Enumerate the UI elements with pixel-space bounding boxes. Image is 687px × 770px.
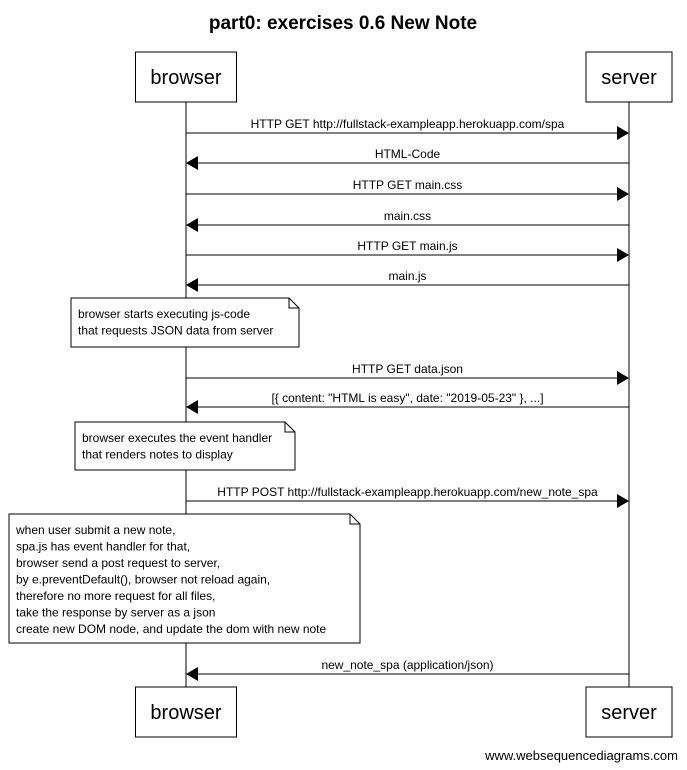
participant-server-top: server [585, 51, 673, 103]
message-label: HTTP GET data.json [352, 362, 463, 376]
note-shape [74, 421, 296, 471]
arrowhead-icon [186, 156, 198, 170]
arrowhead-icon [186, 400, 198, 414]
arrowhead-icon [186, 218, 198, 232]
message-label: new_note_spa (application/json) [321, 658, 493, 672]
participants: browser browser server server [135, 51, 673, 738]
message-arrow: main.js [186, 269, 629, 292]
participant-label: server [601, 67, 657, 89]
message-label: main.js [388, 269, 426, 283]
note-fold-icon [349, 514, 360, 525]
participant-label: server [601, 702, 657, 724]
arrowhead-icon [617, 371, 629, 385]
message-arrow: new_note_spa (application/json) [186, 658, 629, 681]
diagram-title: part0: exercises 0.6 New Note [209, 13, 477, 34]
note-line: by e.preventDefault(), browser not reloa… [16, 573, 270, 587]
note-line: browser starts executing js-code [78, 307, 250, 321]
message-arrow: HTTP GET main.js [186, 239, 629, 262]
arrowhead-icon [617, 126, 629, 140]
note-line: take the response by server as a json [16, 606, 215, 620]
message-arrow: HTML-Code [186, 147, 629, 170]
note-line: that requests JSON data from server [78, 324, 273, 338]
note-line: browser send a post request to server, [16, 556, 220, 570]
message-arrow: [{ content: "HTML is easy", date: "2019-… [186, 391, 629, 414]
message-arrow: main.css [186, 209, 629, 232]
note-fold-icon [284, 422, 295, 433]
message-label: HTTP GET main.js [357, 239, 457, 253]
arrowhead-icon [186, 278, 198, 292]
note-shape [70, 297, 300, 348]
note-box: when user submit a new note, spa.js has e… [8, 513, 361, 644]
participant-label: browser [150, 67, 221, 89]
note-box: browser executes the event handler that r… [74, 421, 296, 471]
participant-server-bottom: server [585, 686, 673, 738]
arrowhead-icon [186, 667, 198, 681]
arrowhead-icon [617, 248, 629, 262]
note-line: that renders notes to display [82, 448, 233, 462]
note-line: therefore no more request for all files, [16, 589, 215, 603]
note-box: browser starts executing js-code that req… [70, 297, 300, 348]
diagram-steps: HTTP GET http://fullstack-exampleapp.her… [8, 117, 629, 681]
message-arrow: HTTP GET data.json [186, 362, 629, 385]
message-label: HTTP GET http://fullstack-exampleapp.her… [251, 117, 565, 131]
watermark-footer: www.websequencediagrams.com [484, 748, 678, 763]
note-line: create new DOM node, and update the dom … [16, 622, 327, 636]
message-label: HTML-Code [375, 147, 441, 161]
note-line: browser executes the event handler [82, 431, 272, 445]
note-line: when user submit a new note, [15, 523, 175, 537]
arrowhead-icon [617, 494, 629, 508]
message-label: HTTP POST http://fullstack-exampleapp.he… [217, 485, 598, 499]
note-shape [8, 513, 361, 644]
message-arrow: HTTP GET main.css [186, 178, 629, 201]
note-fold-icon [288, 298, 299, 309]
arrowhead-icon [617, 187, 629, 201]
message-arrow: HTTP GET http://fullstack-exampleapp.her… [186, 117, 629, 140]
message-label: main.css [384, 209, 431, 223]
participant-browser-top: browser [135, 51, 237, 103]
message-label: [{ content: "HTML is easy", date: "2019-… [271, 391, 543, 405]
note-line: spa.js has event handler for that, [16, 540, 190, 554]
participant-label: browser [150, 702, 221, 724]
message-label: HTTP GET main.css [353, 178, 463, 192]
message-arrow: HTTP POST http://fullstack-exampleapp.he… [186, 485, 629, 508]
participant-browser-bottom: browser [135, 686, 237, 738]
